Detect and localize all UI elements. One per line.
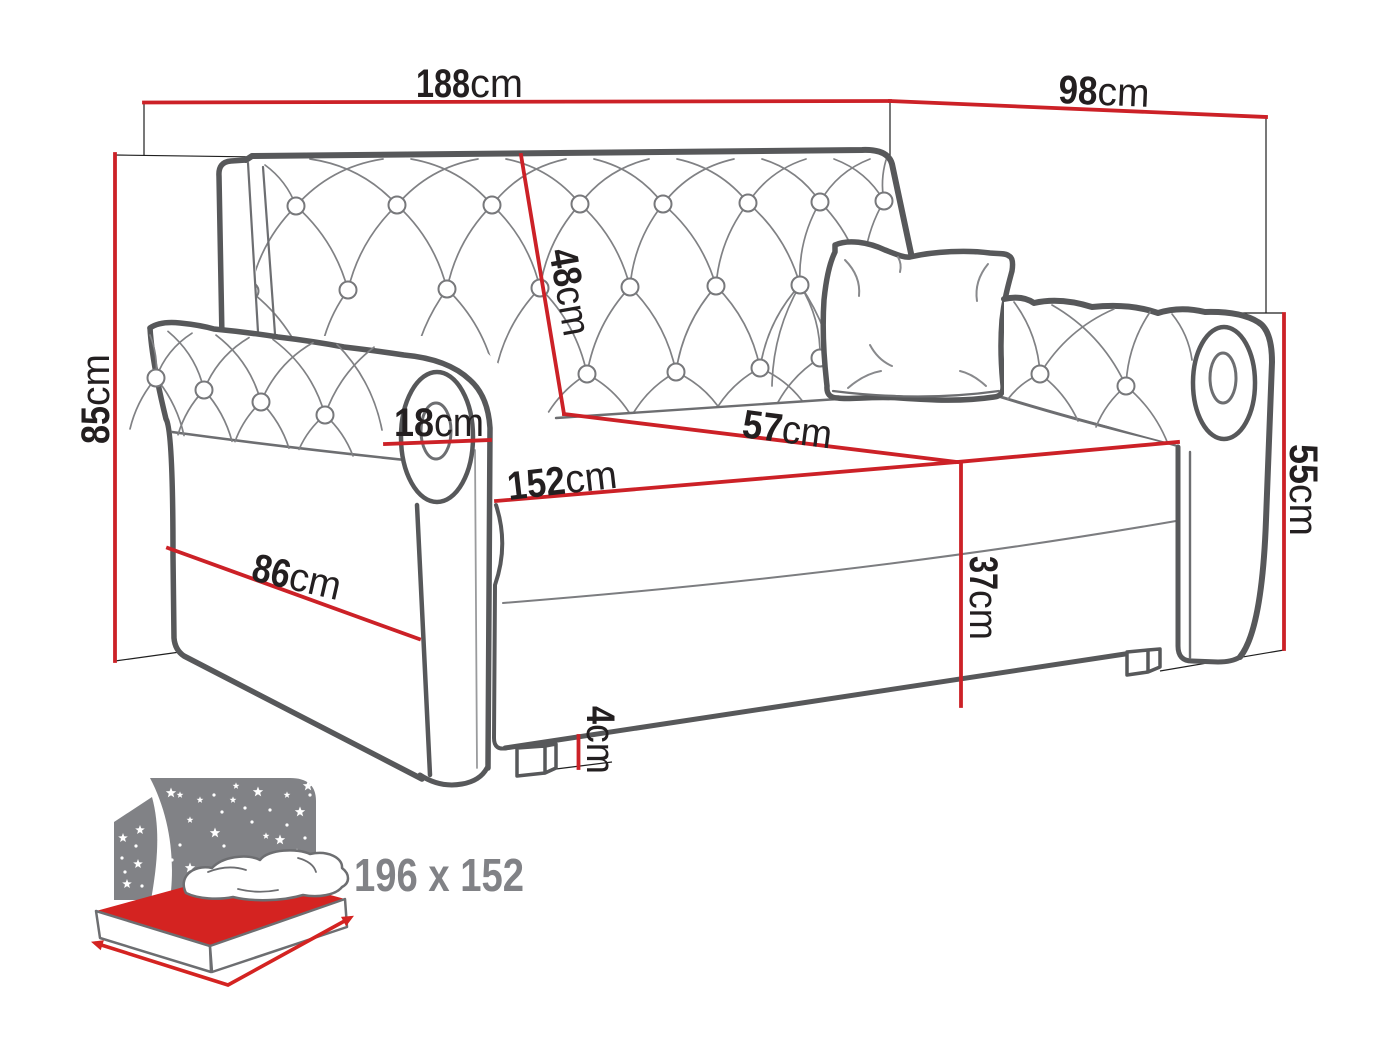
svg-text:37cm: 37cm (961, 556, 1005, 640)
svg-text:55cm: 55cm (1281, 444, 1325, 536)
svg-text:152cm: 152cm (505, 453, 619, 509)
svg-text:4cm: 4cm (578, 706, 622, 774)
svg-text:57cm: 57cm (740, 402, 835, 457)
svg-text:18cm: 18cm (394, 401, 484, 445)
svg-text:98cm: 98cm (1058, 68, 1151, 116)
svg-text:188cm: 188cm (416, 62, 523, 106)
svg-text:48cm: 48cm (540, 245, 599, 339)
svg-text:86cm: 86cm (248, 546, 346, 609)
svg-text:85cm: 85cm (74, 354, 118, 444)
svg-text:196 x 152: 196 x 152 (354, 849, 524, 901)
